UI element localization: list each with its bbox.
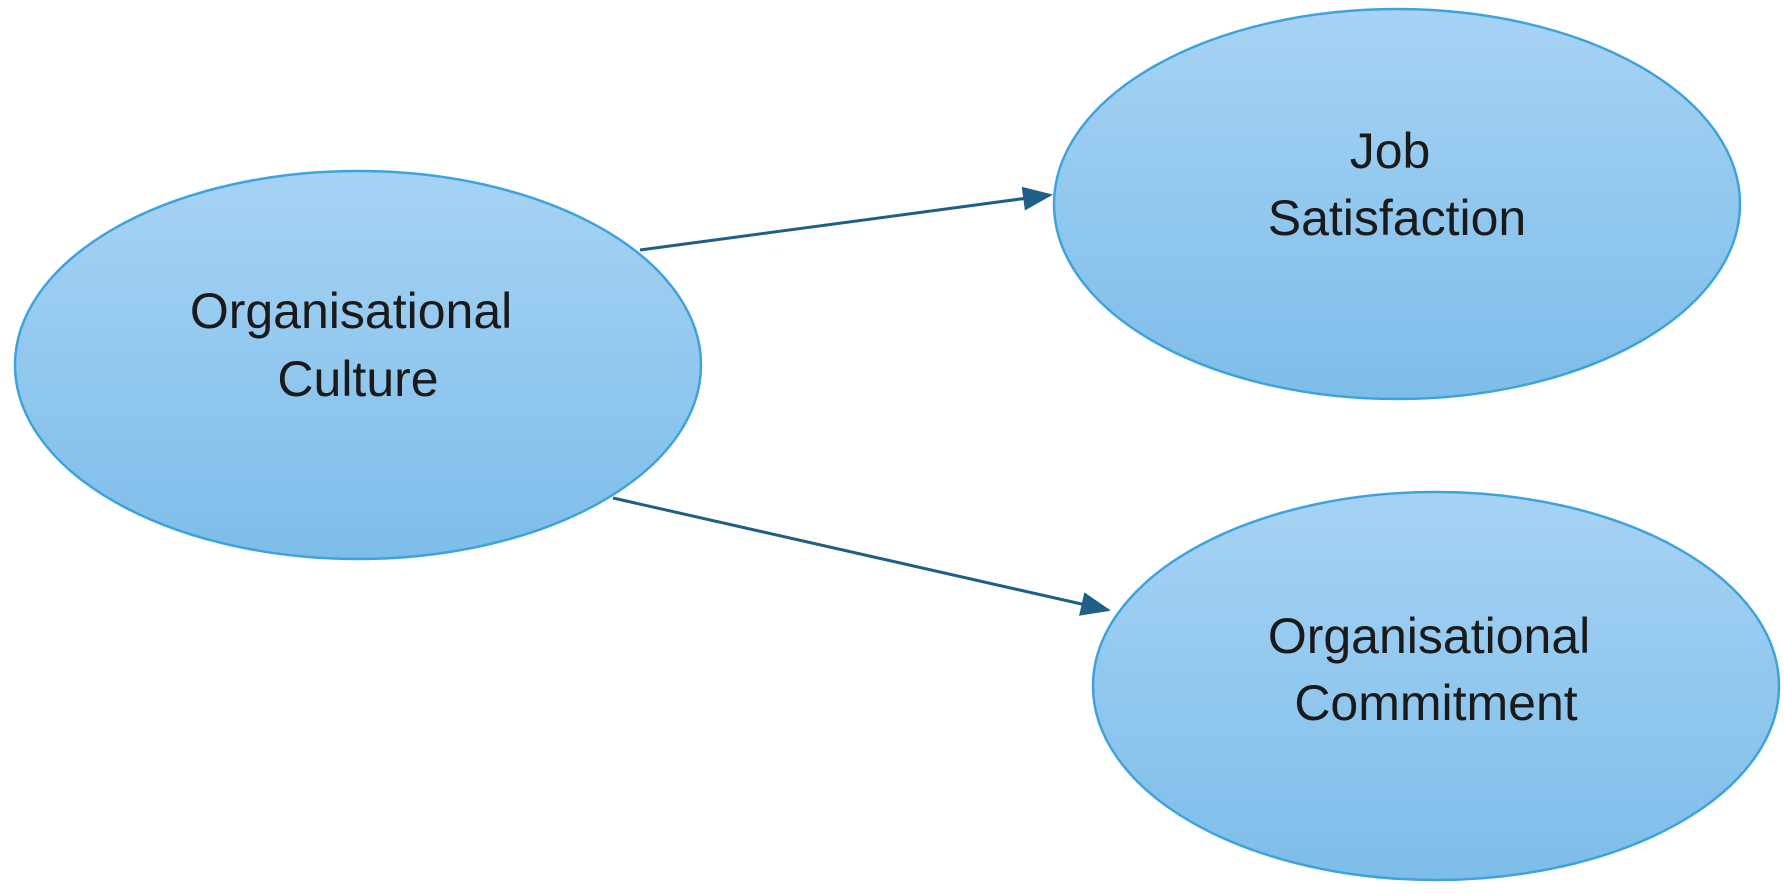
arrow-culture-to-job-satisfaction: [639, 186, 1053, 252]
node-job-satisfaction-label-line-1: Job: [1350, 123, 1431, 179]
node-organisational-commitment-label-line-1: Organisational: [1268, 608, 1590, 664]
node-organisational-commitment-shape: [1091, 490, 1781, 882]
node-organisational-commitment: Organisational Commitment: [1091, 490, 1781, 882]
node-job-satisfaction-label-line-2: Satisfaction: [1268, 190, 1526, 246]
node-organisational-culture: Organisational Culture: [13, 169, 703, 561]
node-job-satisfaction-shape: [1052, 7, 1742, 401]
node-job-satisfaction-label: Job Satisfaction: [1268, 123, 1526, 246]
node-organisational-commitment-label: Organisational Commitment: [1268, 608, 1604, 731]
arrow-culture-to-commitment: [612, 496, 1111, 616]
node-job-satisfaction: Job Satisfaction: [1052, 7, 1742, 401]
node-organisational-culture-label-line-2: Culture: [277, 351, 438, 407]
node-organisational-commitment-label-line-2: Commitment: [1294, 675, 1577, 731]
node-organisational-culture-label-line-1: Organisational: [190, 283, 512, 339]
node-organisational-culture-shape: [13, 169, 703, 561]
node-organisational-culture-label: Organisational Culture: [190, 283, 526, 407]
